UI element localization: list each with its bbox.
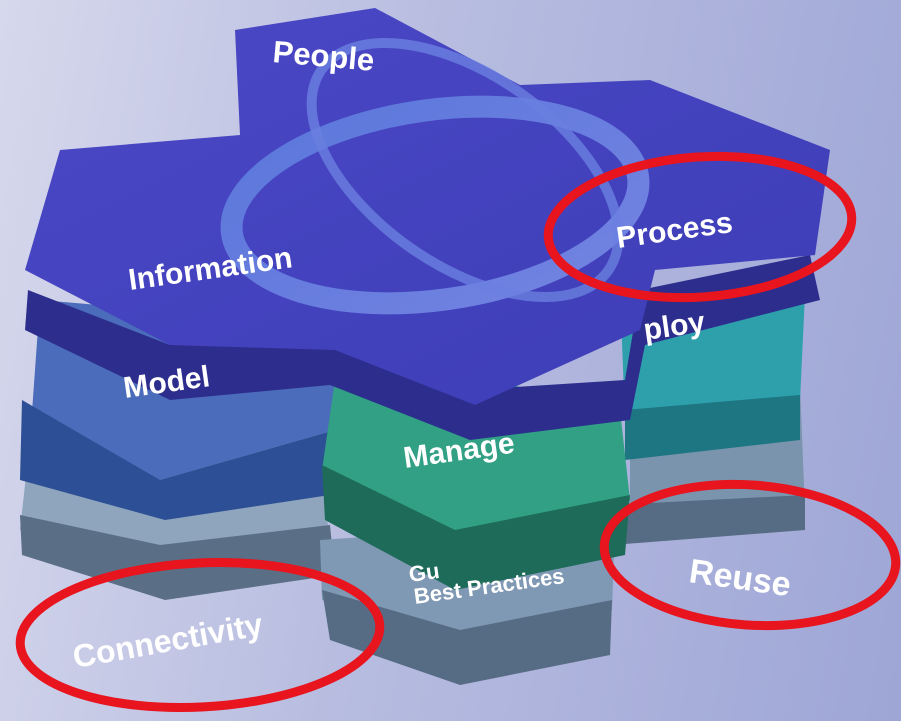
- bottom-slab-center-side: [322, 590, 612, 685]
- top-layer-surface: [25, 8, 830, 405]
- ring-tilted: [306, 37, 624, 303]
- guidance-label: Gu: [407, 558, 441, 587]
- ring-large: [220, 95, 650, 315]
- connectivity-label: Connectivity: [70, 606, 266, 675]
- model-block-side: [20, 400, 335, 520]
- manage-block-side: [322, 465, 630, 590]
- reuse-label: Reuse: [687, 552, 793, 604]
- top-layer: [25, 8, 830, 440]
- connectivity-highlight-circle: [15, 557, 385, 713]
- top-layer-side: [25, 255, 820, 440]
- highlight-circles: [15, 151, 901, 713]
- process-highlight-circle: [543, 151, 857, 303]
- bottom-slab-right-side: [612, 495, 805, 545]
- deploy-block-side: [625, 395, 800, 460]
- reuse-highlight-circle: [599, 479, 901, 631]
